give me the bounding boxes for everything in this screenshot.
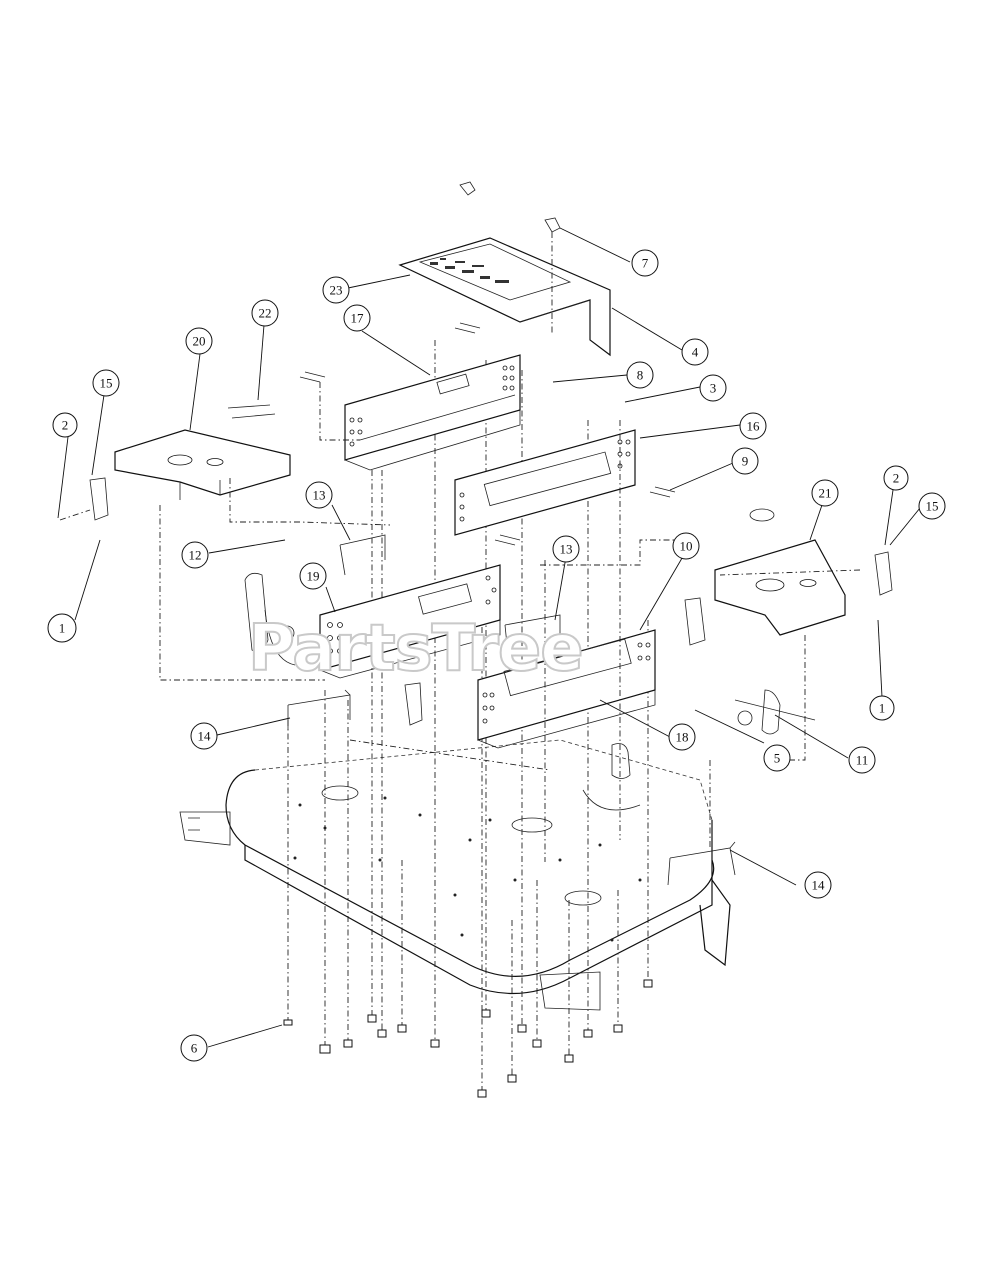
watermark: PartsTree: [248, 612, 583, 686]
plate-17: [344, 354, 521, 471]
pins-and-chains: [244, 322, 816, 811]
callout-19[interactable]: 19: [299, 562, 327, 590]
callout-21[interactable]: 21: [811, 479, 839, 507]
svg-text:2: 2: [893, 471, 900, 486]
svg-text:23: 23: [330, 283, 343, 298]
callout-1-left[interactable]: 1: [47, 613, 77, 643]
callout-8[interactable]: 8: [626, 361, 654, 389]
leader-lines: [57, 227, 921, 1048]
callout-17[interactable]: 17: [343, 304, 371, 332]
callout-4[interactable]: 4: [681, 338, 709, 366]
callout-2-left[interactable]: 2: [52, 412, 78, 438]
top-cover: [398, 181, 611, 357]
svg-text:5: 5: [774, 751, 781, 766]
svg-text:8: 8: [637, 368, 644, 383]
svg-text:13: 13: [560, 542, 573, 557]
svg-text:4: 4: [692, 345, 699, 360]
svg-text:16: 16: [747, 419, 761, 434]
svg-text:10: 10: [680, 539, 693, 554]
callout-20[interactable]: 20: [185, 327, 213, 355]
callouts: 1 2 15 20 22 23 17 7 4 8 3 16 9 21 2 15 …: [47, 249, 946, 1062]
left-side-cover: [114, 404, 291, 500]
svg-text:9: 9: [742, 454, 749, 469]
svg-text:19: 19: [307, 569, 320, 584]
callout-14-left[interactable]: 14: [190, 722, 218, 750]
svg-text:7: 7: [642, 256, 649, 271]
plate-16: [454, 429, 636, 536]
svg-text:18: 18: [676, 730, 689, 745]
svg-text:13: 13: [313, 488, 326, 503]
callout-9[interactable]: 9: [731, 447, 759, 475]
callout-11[interactable]: 11: [848, 746, 876, 774]
callout-18[interactable]: 18: [668, 723, 696, 751]
plate-18: [477, 629, 656, 749]
callout-13-left[interactable]: 13: [305, 481, 333, 509]
latches: [89, 477, 893, 726]
plate-19: [319, 564, 501, 679]
svg-text:21: 21: [819, 486, 832, 501]
svg-text:11: 11: [856, 753, 869, 768]
mower-deck: [179, 739, 731, 1011]
callout-23[interactable]: 23: [322, 276, 350, 304]
callout-7[interactable]: 7: [631, 249, 659, 277]
svg-text:2: 2: [62, 418, 69, 433]
callout-6[interactable]: 6: [180, 1034, 208, 1062]
callout-5[interactable]: 5: [763, 744, 791, 772]
svg-text:1: 1: [879, 701, 886, 716]
svg-text:22: 22: [259, 306, 272, 321]
callout-16[interactable]: 16: [739, 412, 767, 440]
svg-text:20: 20: [193, 334, 206, 349]
svg-text:3: 3: [710, 381, 717, 396]
callout-1-right[interactable]: 1: [869, 695, 895, 721]
svg-text:15: 15: [100, 376, 113, 391]
svg-text:15: 15: [926, 499, 939, 514]
callout-15-right[interactable]: 15: [918, 492, 946, 520]
callout-2-right[interactable]: 2: [883, 465, 909, 491]
callout-3[interactable]: 3: [699, 374, 727, 402]
callout-13-mid[interactable]: 13: [552, 535, 580, 563]
brackets: [287, 534, 736, 886]
callout-14-right[interactable]: 14: [804, 871, 832, 899]
svg-text:14: 14: [198, 729, 212, 744]
svg-text:12: 12: [189, 548, 202, 563]
svg-text:17: 17: [351, 311, 365, 326]
svg-text:14: 14: [812, 878, 826, 893]
callout-22[interactable]: 22: [251, 299, 279, 327]
callout-10[interactable]: 10: [672, 532, 700, 560]
callout-12[interactable]: 12: [181, 541, 209, 569]
svg-text:1: 1: [59, 621, 66, 636]
svg-text:6: 6: [191, 1041, 198, 1056]
right-side-cover: [714, 508, 846, 636]
assembly-lines: [59, 382, 861, 862]
callout-15-left[interactable]: 15: [92, 369, 120, 397]
